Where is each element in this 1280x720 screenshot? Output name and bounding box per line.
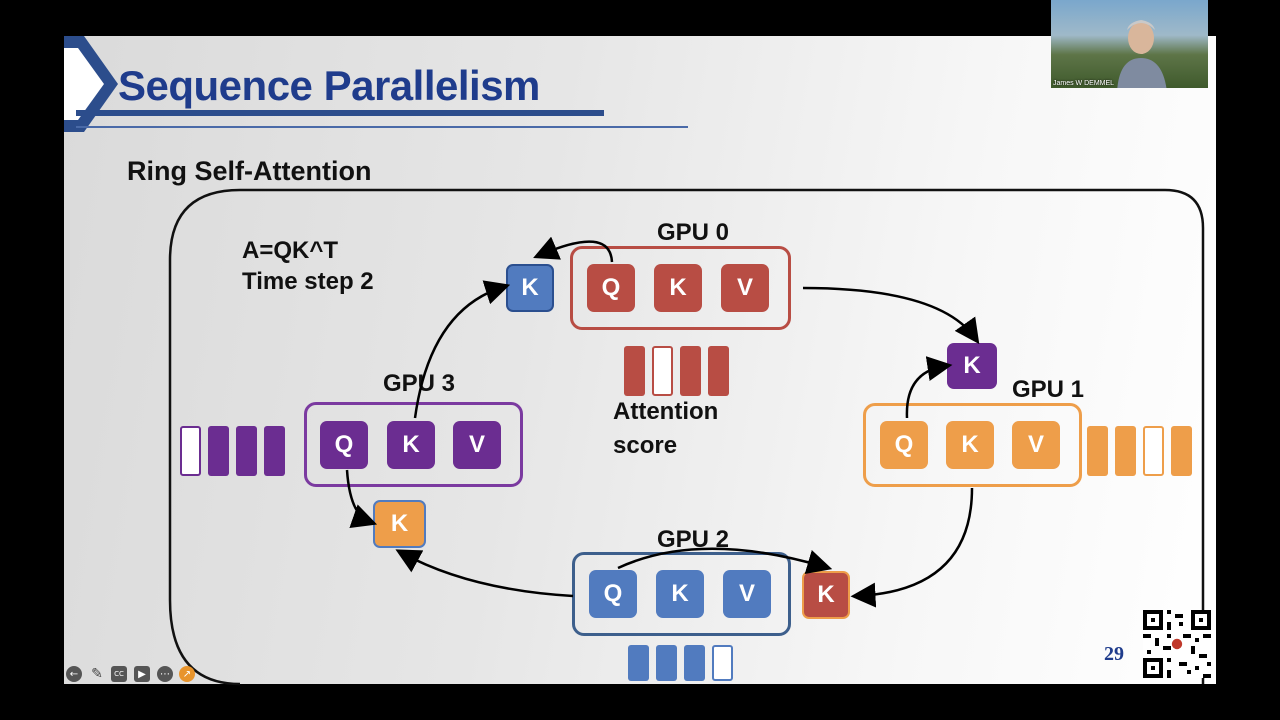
gpu3-v-block: V — [453, 421, 501, 469]
page-number: 29 — [1104, 643, 1124, 665]
webcam-name: James W DEMMEL — [1053, 80, 1115, 87]
slide-subtitle: Ring Self-Attention — [127, 156, 372, 186]
gpu0-q-block: Q — [587, 264, 635, 312]
gpu2-v-block: V — [723, 570, 771, 618]
gpu2-box — [572, 552, 791, 636]
gpu2-score-bar — [656, 645, 677, 681]
gpu0-score-bar — [708, 346, 729, 396]
gpu0-score-bar-empty — [652, 346, 673, 396]
gpu3-q-block: Q — [320, 421, 368, 469]
back-icon[interactable]: ← — [66, 666, 82, 682]
gpu1-k-block: K — [946, 421, 994, 469]
gpu1-v-block: V — [1012, 421, 1060, 469]
gpu0-v-block: V — [721, 264, 769, 312]
gpu0-score-bar — [624, 346, 645, 396]
gpu2-k-block: K — [656, 570, 704, 618]
slide-title: Sequence Parallelism — [118, 62, 540, 109]
gpu1-score-bar-empty — [1143, 426, 1164, 476]
webcam-feed: James W DEMMEL — [1051, 0, 1208, 88]
gpu1-q-block: Q — [880, 421, 928, 469]
gpu0-score-bar — [680, 346, 701, 396]
presenter-image — [1117, 20, 1167, 88]
video-icon[interactable]: ▶ — [134, 666, 150, 682]
gpu2-score-bar — [684, 645, 705, 681]
gpu1-label: GPU 1 — [1012, 376, 1085, 403]
gpu3-incoming-k-block: K — [373, 500, 426, 548]
gpu3-score-bar — [208, 426, 229, 476]
gpu2-score-bar — [628, 645, 649, 681]
gpu3-score-bar-empty — [180, 426, 201, 476]
gpu0-k-block: K — [654, 264, 702, 312]
gpu3-k-block: K — [387, 421, 435, 469]
time-step-text: Time step 2 — [242, 268, 374, 295]
formula-text: A=QK^T — [242, 237, 339, 264]
gpu0-label: GPU 0 — [657, 219, 730, 246]
gpu1-score-bar — [1171, 426, 1192, 476]
gpu0-box — [570, 246, 791, 330]
attention-label: Attention — [613, 398, 719, 425]
captions-icon[interactable]: CC — [111, 666, 127, 682]
gpu2-q-block: Q — [589, 570, 637, 618]
gpu0-incoming-k-block: K — [506, 264, 554, 312]
gpu3-box — [304, 402, 523, 487]
gpu2-score-bar-empty — [712, 645, 733, 681]
pen-icon[interactable]: ✎ — [91, 666, 103, 682]
gpu3-score-bar — [236, 426, 257, 476]
pointer-icon[interactable]: ↗ — [179, 666, 195, 682]
qr-code — [1143, 610, 1211, 678]
gpu3-score-bar — [264, 426, 285, 476]
more-icon[interactable]: ⋯ — [157, 666, 173, 682]
score-label: score — [613, 432, 678, 459]
gpu1-box — [863, 403, 1082, 487]
gpu1-score-bar — [1115, 426, 1136, 476]
gpu1-score-bar — [1087, 426, 1108, 476]
gpu1-incoming-k-block: K — [947, 343, 997, 389]
